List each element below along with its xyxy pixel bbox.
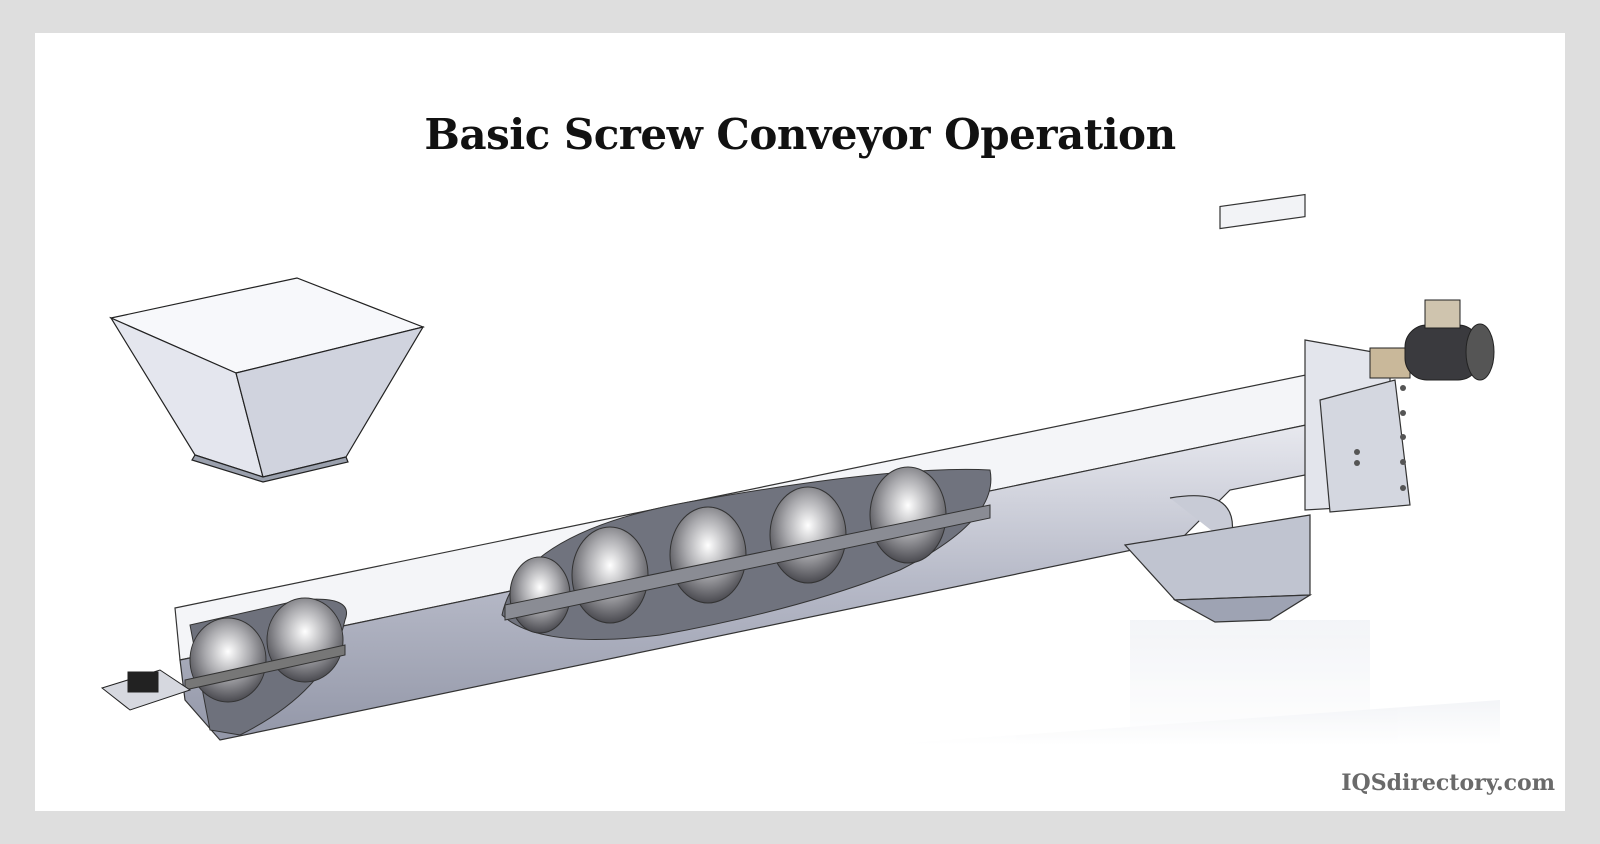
cutaway-screw-flights: [501, 466, 992, 640]
floor-reflection: [880, 620, 1500, 745]
diagram-title: Basic Screw Conveyor Operation: [424, 110, 1176, 159]
tail-bearing: [100, 669, 192, 711]
watermark-logo: IQSdirectory.com: [1341, 770, 1555, 796]
cutaway-inlet-screw: [184, 597, 347, 736]
bolt-holes: [1354, 385, 1406, 491]
inlet-hopper: [109, 277, 425, 483]
drive-motor: [1369, 299, 1495, 381]
